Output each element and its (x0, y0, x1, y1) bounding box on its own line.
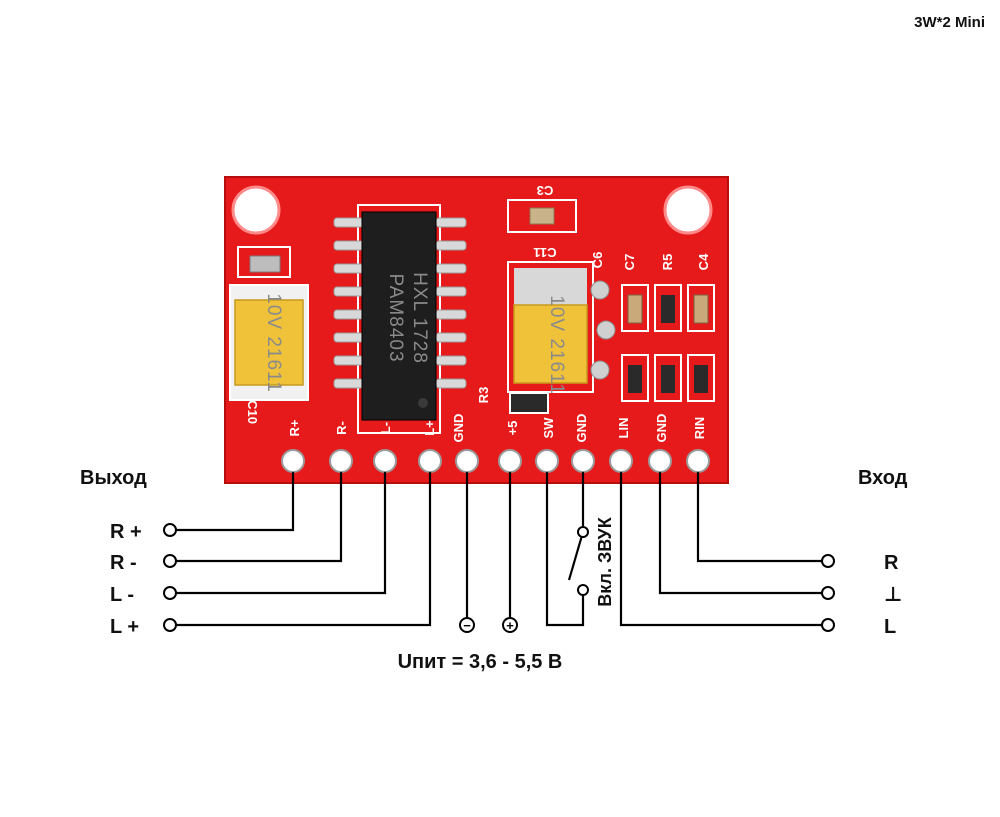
svg-text:GND: GND (451, 414, 466, 443)
switch-label: Вкл. ЗВУК (595, 516, 615, 606)
terminal-supply-plus (502, 617, 518, 633)
solder-pads (281, 449, 710, 473)
mounting-hole-right (663, 185, 713, 235)
smd-component-top-left (237, 246, 291, 278)
terminal-r-minus (163, 554, 177, 568)
svg-text:LIN: LIN (616, 418, 631, 439)
terminal-supply-minus (459, 617, 475, 633)
amplifier-chip: PAM8403 HXL 1728 (333, 204, 467, 434)
model-title: 3W*2 Mini (914, 14, 985, 31)
test-pad-2 (596, 320, 616, 340)
label-in-r: R (884, 552, 899, 574)
minus-sign: − (463, 618, 471, 633)
switch-contact-bottom (577, 584, 589, 596)
svg-text:C6: C6 (590, 252, 605, 269)
svg-text:R+: R+ (287, 419, 302, 436)
terminal-l-minus (163, 586, 177, 600)
svg-text:GND: GND (574, 414, 589, 443)
mounting-hole-left (231, 185, 281, 235)
svg-text:HXL 1728: HXL 1728 (409, 272, 430, 364)
svg-text:C7: C7 (622, 254, 637, 271)
svg-text:L+: L+ (422, 420, 437, 436)
svg-text:L-: L- (378, 422, 393, 434)
svg-text:C4: C4 (696, 253, 711, 270)
label-l-minus: L - (110, 584, 134, 606)
smd-component-r3 (509, 392, 549, 414)
svg-text:PAM8403: PAM8403 (385, 273, 406, 362)
pin-labels: R+ R- L- L+ GND +5 SW GND LIN GND RIN (287, 414, 707, 443)
terminal-in-gnd (821, 586, 835, 600)
svg-text:C3: C3 (537, 183, 554, 198)
terminals (163, 523, 835, 633)
svg-text:10V 21611: 10V 21611 (263, 293, 284, 393)
smd-array (621, 284, 715, 402)
switch-contact-top (577, 526, 589, 538)
label-in-gnd: ⊥ (884, 584, 902, 606)
svg-text:+5: +5 (505, 421, 520, 436)
svg-text:C11: C11 (533, 245, 556, 260)
label-l-plus: L + (110, 616, 139, 638)
plus-sign: + (506, 618, 514, 633)
label-r-plus: R + (110, 521, 142, 543)
svg-text:RIN: RIN (692, 417, 707, 439)
tantalum-capacitor-left: 10V 21611 (229, 284, 309, 401)
label-in-l: L (884, 616, 896, 638)
terminal-in-l (821, 618, 835, 632)
svg-text:SW: SW (541, 417, 556, 439)
svg-text:R5: R5 (660, 254, 675, 271)
test-pad-3 (590, 360, 610, 380)
label-r-minus: R - (110, 552, 137, 574)
wiring (176, 472, 822, 627)
svg-text:C10: C10 (245, 400, 260, 424)
input-heading: Вход (858, 467, 908, 489)
svg-text:10V 21611: 10V 21611 (546, 295, 567, 395)
supply-voltage-label: Uпит = 3,6 - 5,5 В (398, 651, 563, 673)
test-pad-1 (590, 280, 610, 300)
terminal-r-plus (163, 523, 177, 537)
terminal-l-plus (163, 618, 177, 632)
svg-text:R3: R3 (476, 387, 491, 404)
amplifier-board: 10V 21611 (224, 176, 729, 484)
svg-text:GND: GND (654, 414, 669, 443)
svg-text:R-: R- (334, 421, 349, 435)
output-heading: Выход (80, 467, 147, 489)
terminal-in-r (821, 554, 835, 568)
smd-capacitor-c3: C3 C11 (507, 183, 577, 260)
tantalum-capacitor-right: 10V 21611 (507, 261, 594, 395)
